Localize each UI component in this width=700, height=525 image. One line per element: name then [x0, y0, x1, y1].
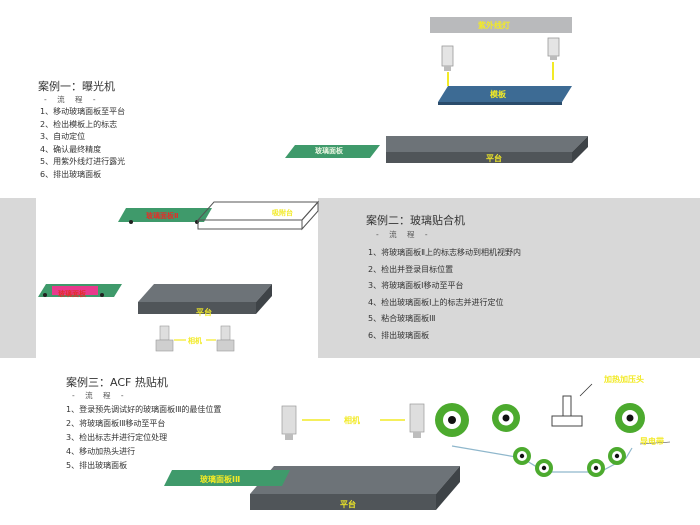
case3-steps: 1、登录预先调试好的玻璃面板ⅠⅡ的最佳位置 2、将玻璃面板ⅠⅡ移动至平台 3、检…: [66, 403, 221, 473]
roller-icon: [615, 403, 645, 433]
uv-lamp-label: 紫外线灯: [478, 21, 510, 30]
case3-step: 2、将玻璃面板ⅠⅡ移动至平台: [66, 419, 166, 428]
case1-step: 1、移动玻璃面板至平台: [40, 107, 126, 116]
glass-panel-1-2: [164, 470, 290, 486]
glass-panel-2: [118, 208, 212, 222]
roller-icon: [608, 447, 626, 465]
sensor-icon: [547, 37, 560, 60]
case1-step: 4、确认最终精度: [40, 144, 102, 154]
roller-icon: [587, 459, 605, 477]
sensor-icon: [441, 45, 454, 71]
tape-label: 导电带: [640, 437, 664, 446]
case1-diagram: [285, 17, 588, 163]
adsorption-stage-label: 吸附台: [272, 209, 293, 217]
case1-step: 3、自动定位: [40, 132, 86, 141]
case2-step: 6、排出玻璃面板: [368, 330, 430, 340]
case1-step: 2、检出模板上的标志: [40, 119, 118, 129]
case2-title: 案例二：玻璃贴合机: [366, 214, 465, 227]
case1-steps: 1、移动玻璃面板至平台 2、检出模板上的标志 3、自动定位 4、确认最终精度 5…: [40, 106, 125, 181]
case2-step: 4、检出玻璃面板Ⅰ上的标志并进行定位: [368, 297, 504, 307]
case2-band-right: [318, 198, 700, 358]
case3-title: 案例三：ACF 热贴机: [66, 376, 168, 389]
case3-diagram: [164, 383, 671, 510]
case1-flow: - 流 程 -: [44, 95, 100, 104]
case3-flow: - 流 程 -: [72, 391, 128, 400]
case1-step: 6、排出玻璃面板: [40, 169, 102, 179]
glass-panel: [285, 145, 380, 158]
case2-diagram-area: [36, 198, 318, 358]
platform-label: 平台: [486, 154, 502, 163]
platform-label: 平台: [196, 308, 212, 317]
camera-icon: [216, 325, 235, 352]
adsorption-stage: [196, 201, 320, 221]
case2-step: 3、将玻璃面板Ⅰ移动至平台: [368, 281, 464, 290]
case2-step: 2、检出并登录目标位置: [368, 264, 454, 274]
case3-step: 1、登录预先调试好的玻璃面板ⅠⅡ的最佳位置: [66, 405, 222, 414]
glass-panel-label: 玻璃面板ⅠⅡ: [200, 475, 241, 484]
camera-icon: [155, 325, 174, 352]
camera-icon: [409, 403, 425, 438]
case2-diagram: [38, 200, 320, 352]
case2-step: 1、将玻璃面板Ⅱ上的标志移动到相机视野内: [368, 248, 522, 257]
glass-panel-1-label: 玻璃面板: [58, 290, 86, 298]
camera-label: 相机: [344, 416, 360, 425]
case3-step: 5、排出玻璃面板: [66, 461, 128, 470]
uv-lamp: [430, 17, 572, 33]
roller-icon: [513, 447, 531, 465]
glass-panel-2-label: 玻璃面板Ⅱ: [146, 212, 179, 220]
case3-step: 4、移动加热头进行: [66, 447, 136, 456]
case2-steps: 1、将玻璃面板Ⅱ上的标志移动到相机视野内 2、检出并登录目标位置 3、将玻璃面板…: [368, 245, 521, 344]
platform: [138, 284, 272, 302]
case1-step: 5、用紫外线灯进行露光: [40, 157, 126, 166]
camera-icon: [281, 405, 297, 440]
heater-head: [551, 415, 583, 427]
platform-label: 平台: [340, 500, 356, 509]
case2-band-left: [0, 198, 36, 358]
case2-step: 5、粘合玻璃面板ⅠⅡ: [368, 314, 436, 323]
case2-flow: - 流 程 -: [376, 230, 432, 239]
glass-panel-label: 玻璃面板: [315, 147, 343, 155]
platform: [250, 466, 460, 494]
roller-icon: [492, 404, 520, 432]
case3-step: 3、检出标志并进行定位处理: [66, 433, 168, 442]
case1-title: 案例一：曝光机: [38, 80, 115, 93]
mask: [438, 86, 572, 102]
roller-icon: [435, 403, 469, 437]
platform: [386, 136, 588, 152]
camera-label: 相机: [188, 337, 202, 345]
roller-icon: [535, 459, 553, 477]
conductive-tape: [451, 445, 633, 473]
heater-label: 加热加压头: [604, 375, 644, 384]
mask-label: 模板: [490, 90, 506, 99]
